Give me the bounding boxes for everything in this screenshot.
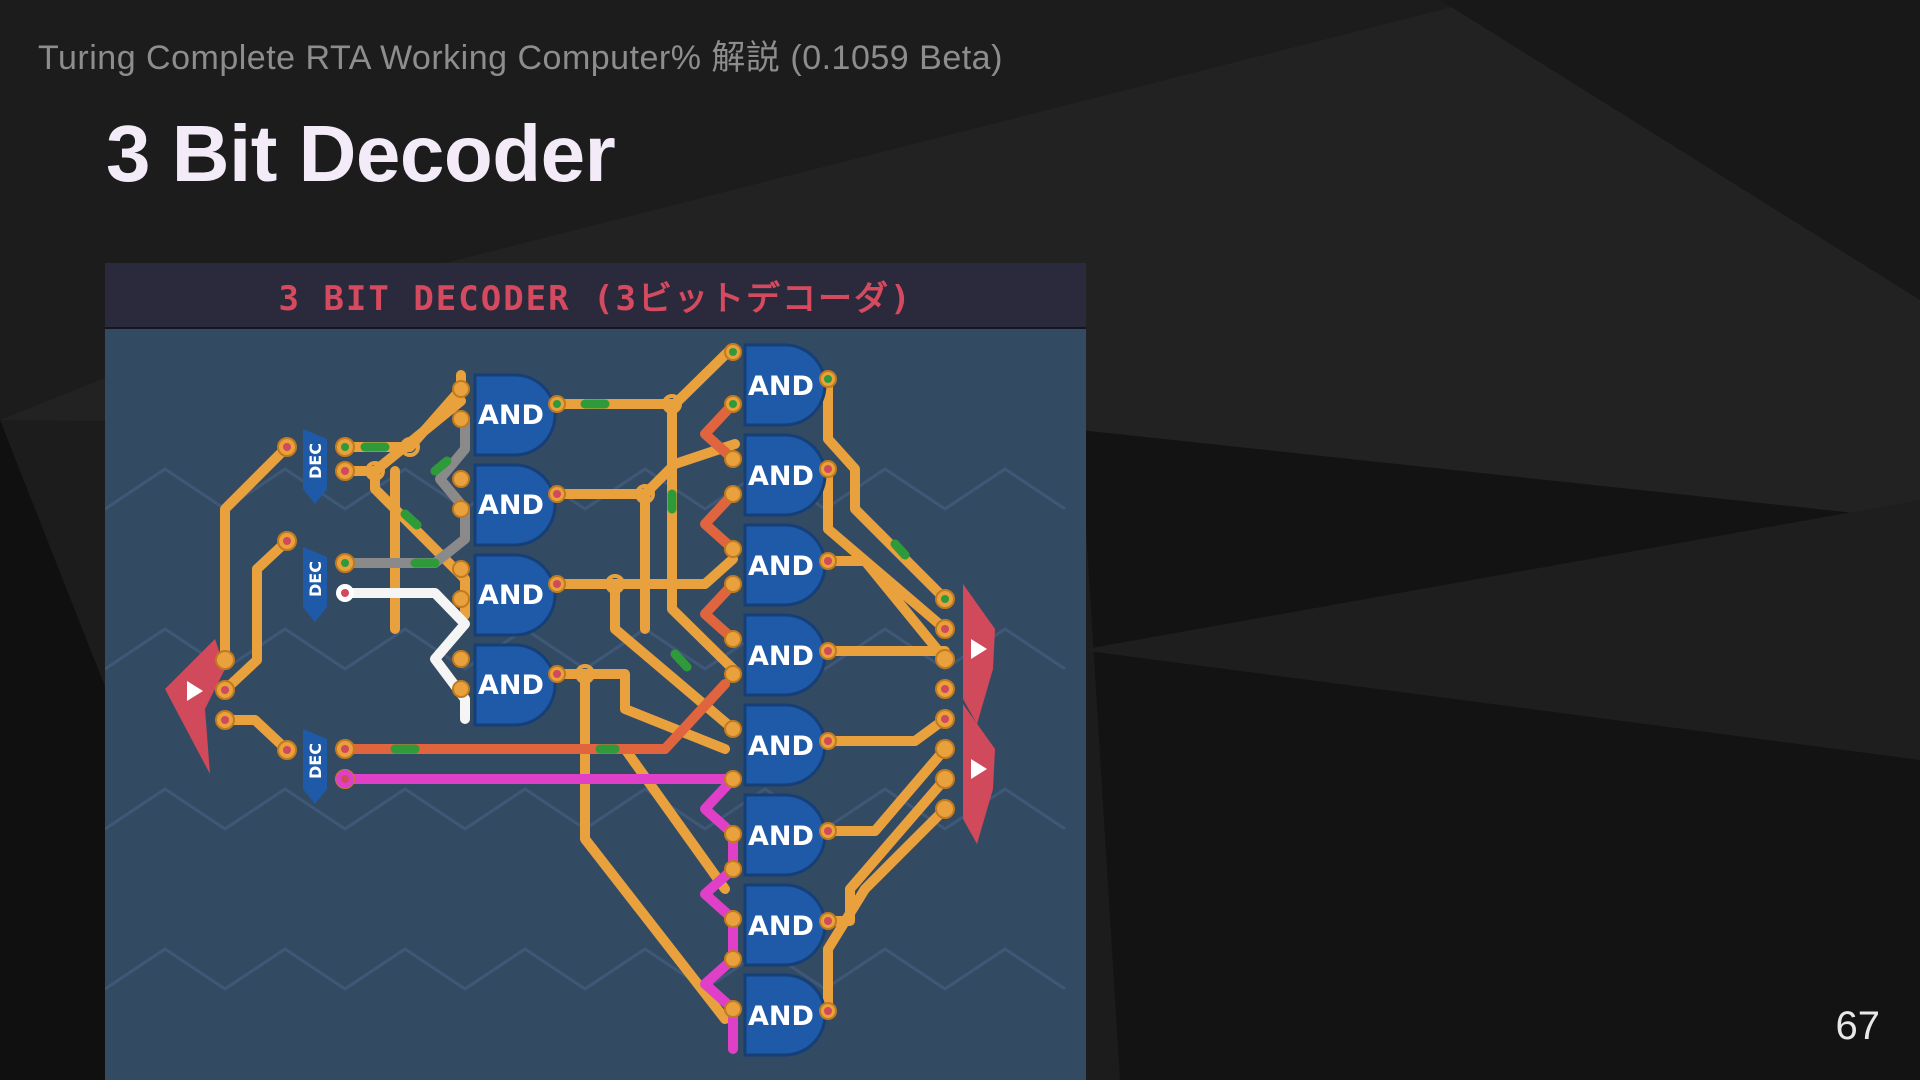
and-gates-stage-2 xyxy=(743,343,827,1057)
and-gate-label: AND xyxy=(478,400,544,431)
play-icon xyxy=(971,759,987,779)
and-labels-stage-1: AND AND AND AND xyxy=(478,400,544,701)
wires-orange xyxy=(220,347,950,1024)
output-pins xyxy=(963,584,995,844)
wires-white xyxy=(340,588,470,724)
circuit-board: AND AND AND AND AND AND AND AND AND AND … xyxy=(105,343,1066,1057)
and-labels-stage-2: AND AND AND AND AND AND AND AND xyxy=(748,371,814,1032)
decoder-label: DEC xyxy=(306,561,325,597)
and-gate-label: AND xyxy=(748,911,814,942)
signal-markers xyxy=(360,399,910,754)
and-gate-label: AND xyxy=(748,461,814,492)
and-gate-label: AND xyxy=(748,731,814,762)
and-gates-stage-1 xyxy=(473,373,557,727)
wires-magenta xyxy=(340,774,738,1054)
decoder-labels: DEC DEC DEC xyxy=(306,443,325,779)
decoder-label: DEC xyxy=(306,743,325,779)
and-gate-label: AND xyxy=(478,670,544,701)
play-icon xyxy=(971,639,987,659)
level-title: 3 BIT DECODER (3ビットデコーダ) xyxy=(278,278,913,319)
and-gate-label: AND xyxy=(748,821,814,852)
decoder-label: DEC xyxy=(306,443,325,479)
and-gate-label: AND xyxy=(748,371,814,402)
and-gate-label: AND xyxy=(748,551,814,582)
and-gate-label: AND xyxy=(478,580,544,611)
level-banner: 3 BIT DECODER (3ビットデコーダ) xyxy=(105,263,1086,329)
page-number: 67 xyxy=(1835,1004,1881,1048)
slide-header: Turing Complete RTA Working Computer% 解説… xyxy=(38,39,1003,77)
input-pin xyxy=(165,639,225,774)
decoders xyxy=(303,429,327,804)
game-screenshot: 3 BIT DECODER (3ビットデコーダ) xyxy=(105,263,1086,1080)
connection-points xyxy=(215,343,955,1020)
wires-red xyxy=(340,399,738,754)
slide-title: 3 Bit Decoder xyxy=(106,109,616,198)
and-gate-label: AND xyxy=(748,641,814,672)
play-icon xyxy=(187,681,203,701)
and-gate-label: AND xyxy=(748,1001,814,1032)
and-gate-label: AND xyxy=(478,490,544,521)
